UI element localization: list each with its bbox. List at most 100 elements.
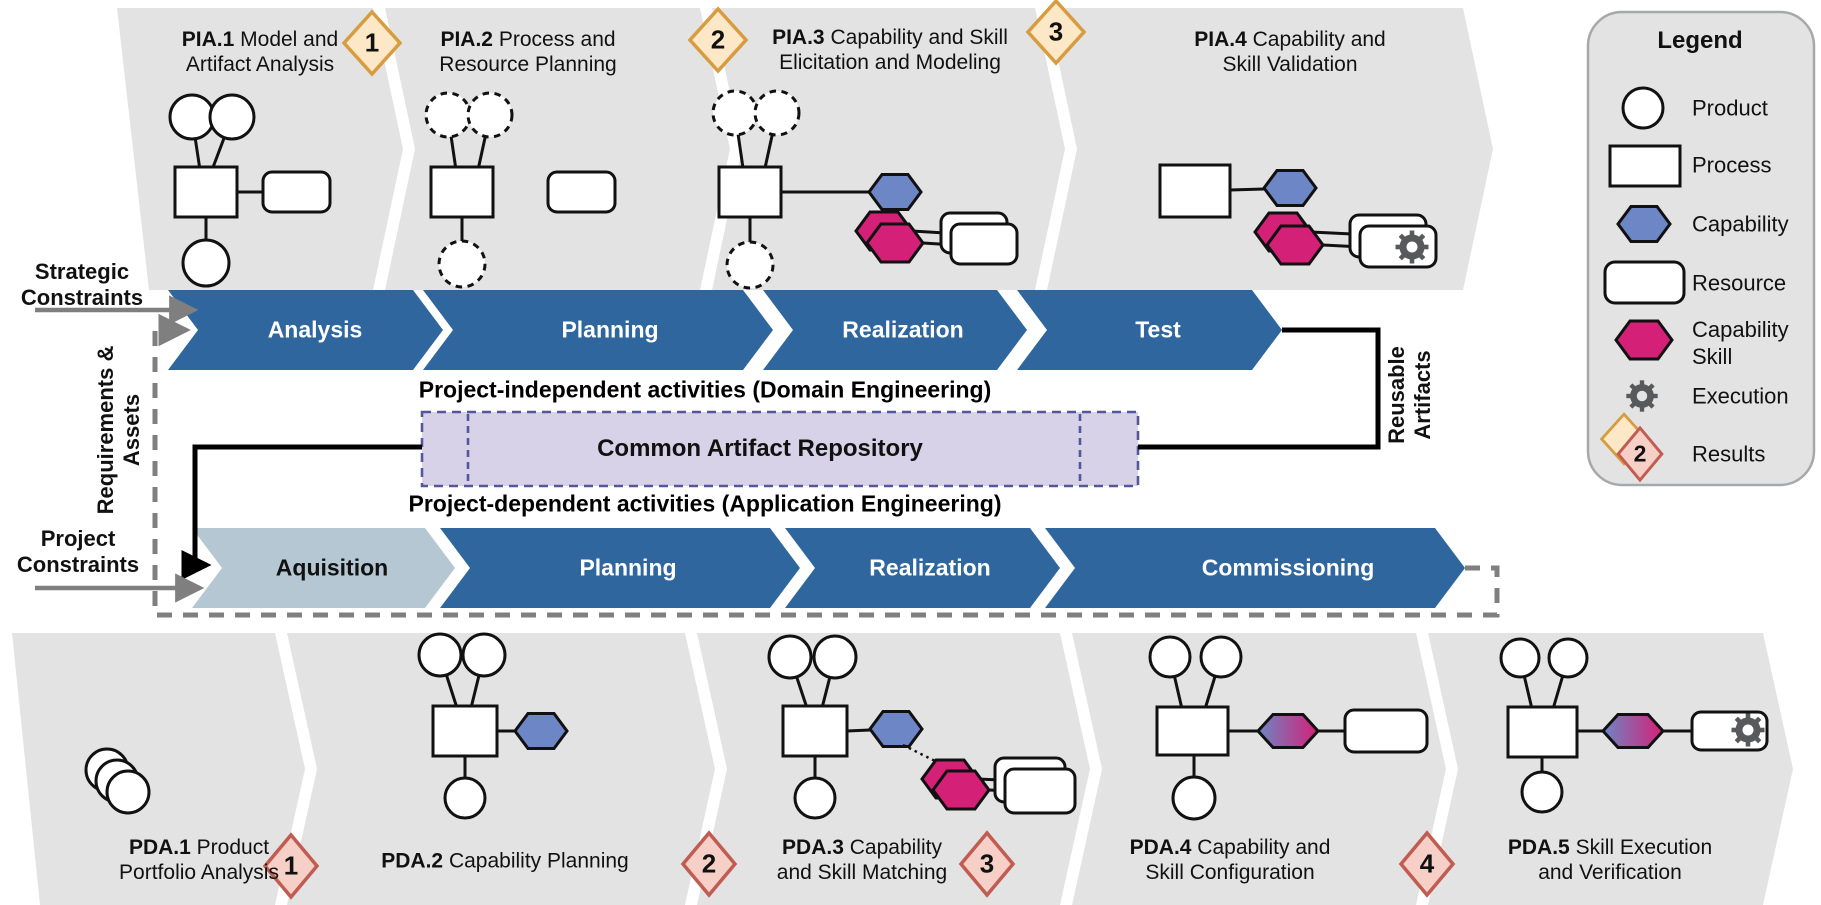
legend-product-label: Product xyxy=(1692,95,1768,121)
phase-chevron-realization xyxy=(763,290,1027,370)
resource-rect xyxy=(1343,708,1429,754)
product-circle xyxy=(461,632,507,678)
capability-hexagon xyxy=(1262,169,1318,207)
resource-rect xyxy=(1003,767,1077,815)
pda-segment-5 xyxy=(1428,633,1793,905)
capability-hexagon xyxy=(867,173,923,211)
pia3-label: PIA.3 Capability and Skill Elicitation a… xyxy=(772,26,1008,74)
milestone-number-top-3: 3 xyxy=(1048,16,1064,47)
pda4-label: PDA.4 Capability and Skill Configuration xyxy=(1129,836,1331,884)
legend-capability-skill-icon xyxy=(1614,319,1674,361)
planned-product-circle xyxy=(725,240,775,290)
application-phase-chevrons xyxy=(192,528,1465,608)
domain-activities-caption: Project-independent activities (Domain E… xyxy=(418,376,992,403)
phase-chevron-commissioning xyxy=(1045,528,1465,608)
product-circle xyxy=(443,776,487,820)
legend-capability-label: Capability xyxy=(1692,211,1789,237)
reusable-artifacts-label: Reusable Artifacts xyxy=(1384,346,1435,444)
pia1-model-icon xyxy=(168,93,332,288)
pda2-label: PDA.2 Capability Planning xyxy=(381,849,629,873)
product-circle xyxy=(417,632,463,678)
resource-rect xyxy=(546,170,617,214)
configured-skill-hexagon xyxy=(1256,713,1320,749)
legend-process-icon xyxy=(1608,144,1682,188)
pda3-matching-icon xyxy=(767,634,1077,820)
pda1-label: PDA.1 Product Portfolio Analysis xyxy=(119,836,279,884)
pda5-label: PDA.5 Skill Execution and Verification xyxy=(1507,836,1713,884)
legend-resource-label: Resource xyxy=(1692,270,1787,296)
pia3-elicitation-icon xyxy=(711,89,1019,290)
project-constraints-label: Project Constraints xyxy=(16,526,140,577)
capability-hexagon xyxy=(513,712,569,750)
process-rect xyxy=(717,165,783,219)
milestone-number-top-1: 1 xyxy=(364,27,380,58)
product-circle xyxy=(1171,775,1217,821)
process-rect xyxy=(431,704,499,758)
configured-skill-hexagon xyxy=(1601,713,1665,749)
phase-label-realization2: Realization xyxy=(869,554,991,581)
product-circle xyxy=(105,769,151,815)
process-rect xyxy=(173,165,239,219)
phase-label-analysis: Analysis xyxy=(267,316,363,343)
planned-product-circle xyxy=(466,91,514,139)
pda-segment-1 xyxy=(12,633,305,905)
pia1-label: PIA.1 Model and Artifact Analysis xyxy=(181,28,339,76)
pda3-label: PDA.3 Capability and Skill Matching xyxy=(776,836,948,884)
milestone-number-top-2: 2 xyxy=(710,24,726,55)
legend-capability-icon xyxy=(1616,205,1672,243)
planned-product-circle xyxy=(424,91,472,139)
planned-product-circle xyxy=(711,89,759,137)
product-circle xyxy=(793,776,837,820)
legend-results-label: Results xyxy=(1692,441,1766,467)
phase-chevron-planning2 xyxy=(440,528,800,608)
legend-title: Legend xyxy=(1657,27,1743,54)
process-rect xyxy=(1155,705,1230,757)
product-circle xyxy=(1547,637,1589,679)
product-circle xyxy=(181,238,231,288)
legend-results-badge: 2 xyxy=(1633,440,1647,467)
product-circle xyxy=(1520,770,1564,814)
capability-hexagon xyxy=(868,710,924,748)
capability-skill-hexagon xyxy=(931,769,991,811)
requirements-assets-label: Requirements & Assets xyxy=(93,345,144,515)
legend-box xyxy=(1586,10,1816,487)
legend-execution-label: Execution xyxy=(1692,383,1789,409)
repository-to-aquisition-connector xyxy=(181,444,422,580)
process-rect xyxy=(1506,705,1579,759)
planned-product-circle xyxy=(437,239,487,289)
product-circle xyxy=(1199,635,1243,679)
legend-capability-skill-label: Capability Skill xyxy=(1692,317,1789,369)
feedback-loop-dashed xyxy=(152,313,1500,618)
product-circle xyxy=(208,93,256,141)
pda-band xyxy=(12,633,1793,905)
phase-chevron-analysis xyxy=(168,290,443,370)
phase-label-realization: Realization xyxy=(842,316,964,343)
process-rect xyxy=(429,165,495,219)
legend-process-label: Process xyxy=(1692,152,1772,178)
pia4-validation-icon xyxy=(1158,163,1438,269)
connectors xyxy=(35,295,1500,618)
pia4-label: PIA.4 Capability and Skill Validation xyxy=(1194,28,1386,76)
pia2-label: PIA.2 Process and Resource Planning xyxy=(439,28,617,76)
legend-product-icon xyxy=(1621,86,1665,130)
capability-skill-hexagon xyxy=(865,222,925,264)
pia-segment-2 xyxy=(385,8,730,290)
application-activities-caption: Project-dependent activities (Applicatio… xyxy=(408,490,1002,517)
pda2-capability-icon xyxy=(417,632,569,820)
phase-chevron-realization2 xyxy=(785,528,1060,608)
pia-segment-1 xyxy=(117,8,403,290)
pda4-configuration-icon xyxy=(1148,635,1429,821)
milestone-number-bottom-3: 3 xyxy=(979,848,995,879)
milestone-number-bottom-2: 2 xyxy=(701,848,717,879)
reusable-artifacts-connector xyxy=(1138,327,1381,450)
resource-rect xyxy=(261,170,332,214)
phase-chevron-planning xyxy=(423,290,773,370)
process-rect xyxy=(781,704,849,758)
pda5-execution-icon xyxy=(1499,637,1769,814)
product-circle xyxy=(168,93,216,141)
product-circle xyxy=(812,634,858,680)
phase-label-planning: Planning xyxy=(561,316,659,343)
pda-segment-4 xyxy=(1072,633,1446,905)
